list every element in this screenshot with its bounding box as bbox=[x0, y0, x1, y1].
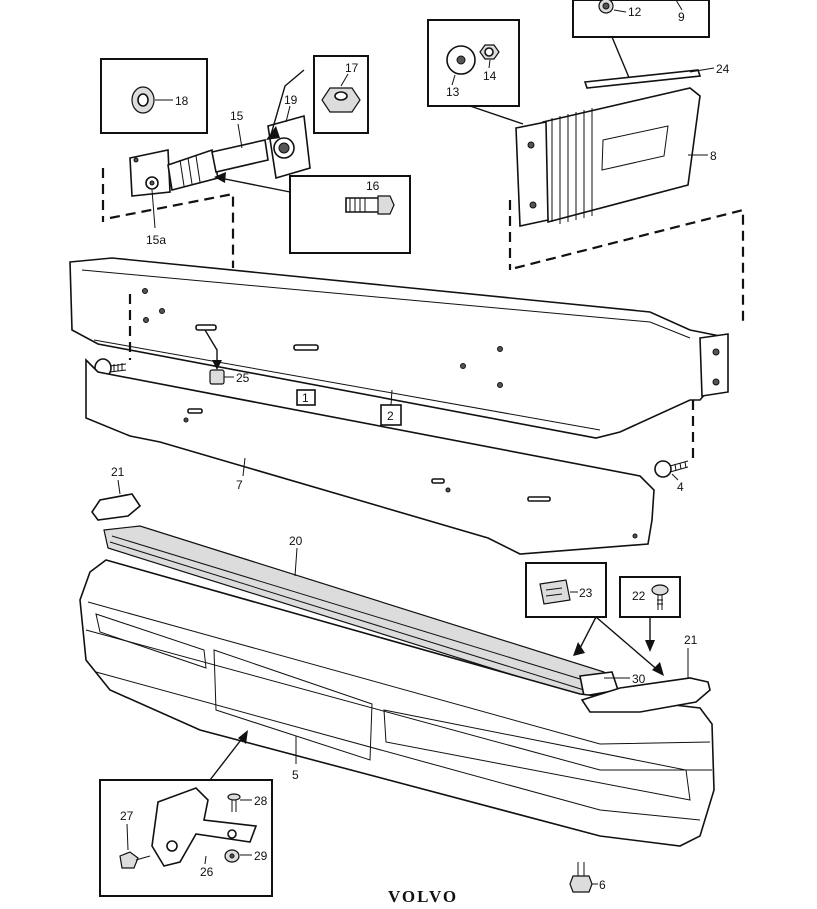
bolt-27 bbox=[119, 851, 139, 869]
callout-15a: 15a bbox=[146, 233, 166, 247]
callout-21-left: 21 bbox=[111, 465, 125, 479]
volvo-wordmark: VOLVO bbox=[388, 887, 458, 906]
callout-28: 28 bbox=[254, 794, 268, 808]
callout-20: 20 bbox=[289, 534, 303, 548]
screw-22 bbox=[651, 584, 669, 596]
callout-17: 17 bbox=[345, 61, 359, 75]
inset-18 bbox=[100, 58, 208, 134]
bolt-16 bbox=[345, 197, 381, 213]
callout-6: 6 bbox=[599, 878, 606, 892]
inset-23 bbox=[525, 562, 607, 618]
callout-22: 22 bbox=[632, 589, 646, 603]
callout-14: 14 bbox=[483, 69, 497, 83]
callout-2: 2 bbox=[387, 409, 394, 423]
callout-21-right: 21 bbox=[684, 633, 698, 647]
callout-27: 27 bbox=[120, 809, 134, 823]
bumper-cover-5 bbox=[79, 559, 715, 847]
callout-5: 5 bbox=[292, 768, 299, 782]
inset-washer-nut bbox=[427, 19, 520, 107]
callout-12: 12 bbox=[628, 5, 642, 19]
callout-23: 23 bbox=[579, 586, 593, 600]
callout-1: 1 bbox=[302, 391, 309, 405]
callout-18: 18 bbox=[175, 94, 189, 108]
callout-16: 16 bbox=[366, 179, 380, 193]
bolt-4 bbox=[654, 460, 689, 481]
bracket-26 bbox=[151, 787, 258, 867]
marker-box-1 bbox=[296, 389, 316, 406]
callout-26: 26 bbox=[200, 865, 214, 879]
inset-bracket-26 bbox=[99, 779, 273, 897]
callout-15: 15 bbox=[230, 109, 244, 123]
inset-16 bbox=[289, 175, 411, 254]
callout-19: 19 bbox=[284, 93, 298, 107]
callout-13: 13 bbox=[446, 85, 460, 99]
inset-22 bbox=[619, 576, 681, 618]
shock-absorber-8 bbox=[515, 69, 702, 227]
clip-25 bbox=[204, 329, 234, 385]
bumper-beam-2 bbox=[69, 257, 729, 439]
corner-piece-21-right bbox=[580, 648, 711, 713]
callout-25: 25 bbox=[236, 371, 250, 385]
clip-23 bbox=[539, 579, 571, 605]
callout-30: 30 bbox=[632, 672, 646, 686]
inset-17 bbox=[313, 55, 369, 134]
bolt-6 bbox=[569, 862, 598, 893]
inset-12-9 bbox=[572, 0, 710, 38]
callout-29: 29 bbox=[254, 849, 268, 863]
reinforcement-plate-7 bbox=[85, 358, 655, 555]
callout-24: 24 bbox=[716, 62, 730, 76]
callout-7: 7 bbox=[236, 478, 243, 492]
callout-4: 4 bbox=[677, 480, 684, 494]
callout-8: 8 bbox=[710, 149, 717, 163]
corner-piece-21-left bbox=[91, 479, 142, 521]
callout-9-top: 9 bbox=[678, 10, 685, 24]
